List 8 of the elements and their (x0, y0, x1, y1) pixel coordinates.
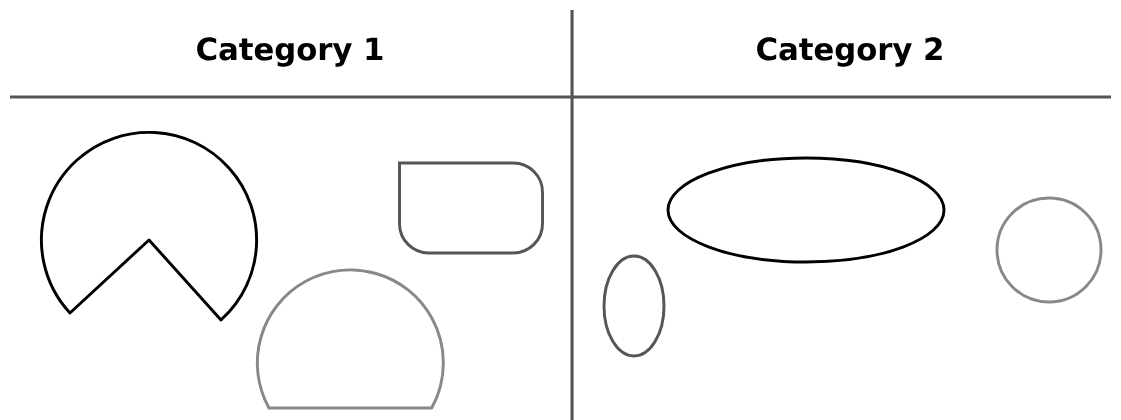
rounded-box (398, 161, 544, 255)
column-heading: Category 2 (757, 37, 942, 67)
circle-shape (995, 196, 1103, 304)
ellipse-shape (602, 254, 666, 358)
column-heading: Category 1 (197, 37, 383, 67)
ellipse-shape (666, 156, 946, 264)
dome-shape (255, 268, 445, 410)
pie-shape (40, 131, 258, 322)
